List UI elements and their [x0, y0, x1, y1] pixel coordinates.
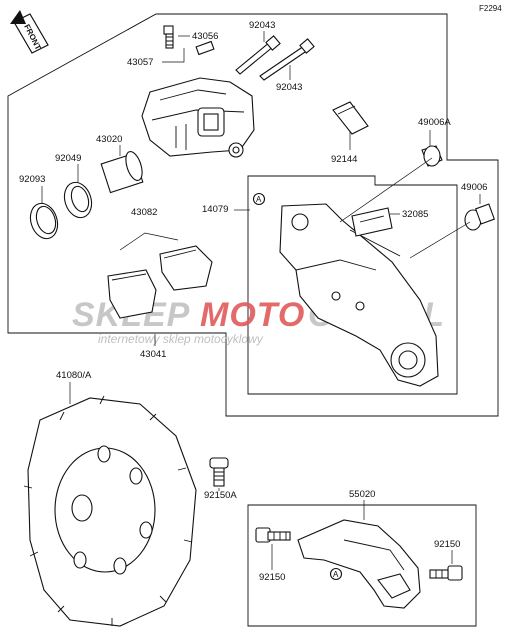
- callout-a-upper: A: [252, 192, 266, 206]
- caliper-bracket: [279, 157, 471, 387]
- pad-spring: [332, 101, 369, 135]
- brake-pad-1: [107, 269, 157, 319]
- bracket-box: [247, 175, 458, 395]
- label-43041: 43041: [140, 349, 166, 360]
- bleeder-screw: [163, 25, 174, 49]
- label-92150-right: 92150: [434, 539, 460, 550]
- figure-code: F2294: [479, 4, 502, 13]
- label-43057: 43057: [127, 57, 153, 68]
- label-92150-left: 92150: [259, 572, 285, 583]
- caliper-guard: [297, 519, 421, 609]
- piston: [100, 151, 144, 194]
- pad-holder: [351, 207, 393, 237]
- guard-bolt-left: [255, 527, 291, 543]
- label-43082: 43082: [131, 207, 157, 218]
- label-92043-top: 92043: [249, 20, 275, 31]
- brake-disc: [23, 395, 197, 627]
- assembly-boundary: [7, 13, 499, 417]
- label-92144: 92144: [331, 154, 357, 165]
- front-arrow-badge: FRONT: [10, 10, 49, 54]
- label-14079: 14079: [202, 204, 228, 215]
- watermark-brand-2: MOTO: [200, 296, 305, 334]
- boot-2: [464, 203, 496, 231]
- lower-box: [247, 504, 477, 627]
- callout-a-upper-label: A: [256, 195, 262, 204]
- label-92150A: 92150A: [204, 490, 237, 501]
- watermark-tagline: internetowy sklep motocyklowy: [98, 332, 264, 346]
- label-49006A: 49006A: [418, 117, 451, 128]
- label-32085: 32085: [402, 209, 428, 220]
- disc-bolt: [209, 457, 229, 487]
- label-43056: 43056: [192, 31, 218, 42]
- brake-pad-2: [159, 245, 213, 291]
- callout-a-lower: A: [329, 567, 343, 581]
- guard-bolt-right: [429, 565, 463, 581]
- label-43020: 43020: [96, 134, 122, 145]
- label-92093: 92093: [19, 174, 45, 185]
- label-41080A: 41080/A: [56, 370, 92, 381]
- callout-a-lower-label: A: [333, 570, 339, 579]
- label-92043-bottom: 92043: [276, 82, 302, 93]
- piston-seal: [63, 181, 93, 219]
- dust-seal: [29, 202, 59, 240]
- pad-pin-1: [235, 35, 281, 75]
- caliper-body: [141, 77, 255, 158]
- label-49006: 49006: [461, 182, 487, 193]
- bleeder-cap: [195, 40, 215, 56]
- label-55020: 55020: [349, 489, 375, 500]
- label-92049: 92049: [55, 153, 81, 164]
- pad-pin-2: [259, 38, 315, 81]
